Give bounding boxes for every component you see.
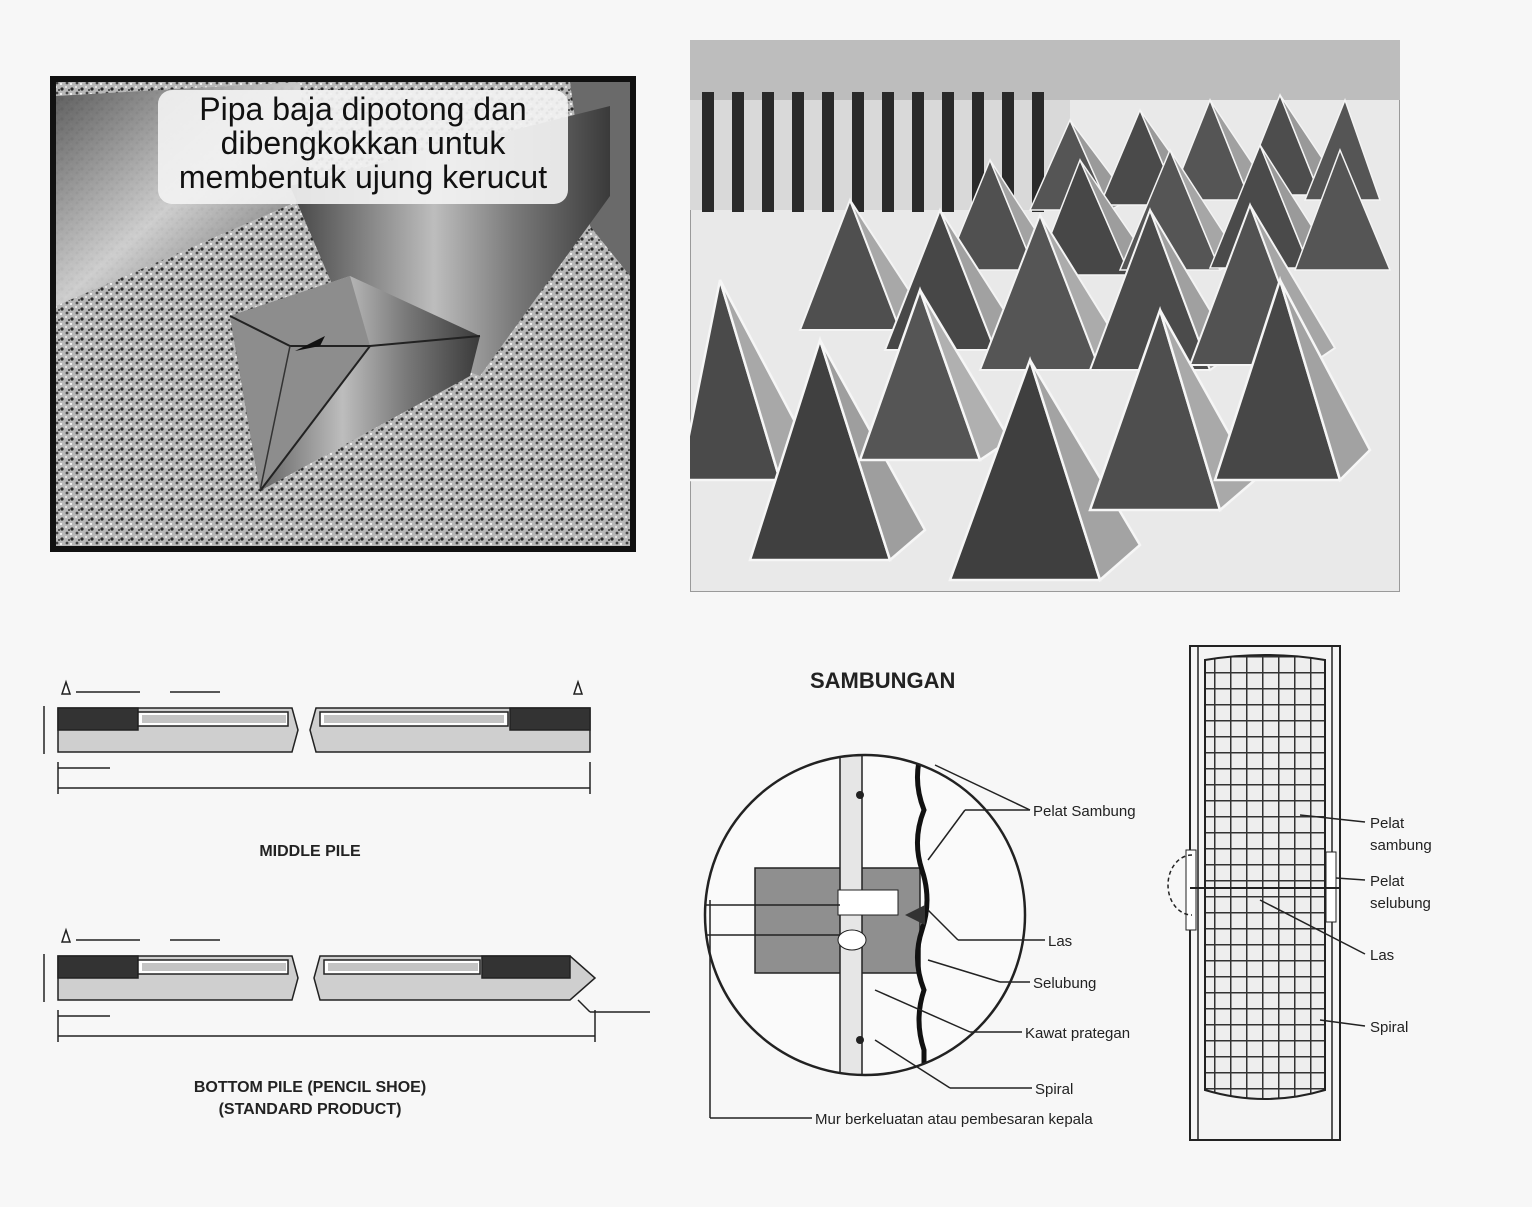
bottom-pile-caption-line-1: BOTTOM PILE (PENCIL SHOE): [194, 1079, 426, 1096]
elev-label-spiral: Spiral: [1370, 1019, 1408, 1036]
label-kawat-prategan: Kawat prategan: [1025, 1025, 1130, 1042]
pile-shoes-photo: [690, 40, 1400, 592]
bottom-pile-drawing: BOTTOM PILE (PENCIL SHOE) (STANDARD PROD…: [30, 920, 670, 1130]
tip-caption-line-3: membentuk ujung kerucut: [179, 159, 547, 195]
elev-label-pelat-selubung-1: Pelat: [1370, 873, 1405, 890]
pipe-tip-photo: Pipa baja dipotong dan dibengkokkan untu…: [50, 76, 636, 552]
elev-label-pelat-selubung-2: selubung: [1370, 895, 1431, 912]
pile-elevation: Pelat sambung Pelat selubung Las Spiral: [1150, 640, 1500, 1150]
middle-pile-drawing: MIDDLE PILE: [30, 670, 630, 870]
bottom-pile-caption-line-2: (STANDARD PRODUCT): [219, 1101, 402, 1118]
elev-label-pelat-sambung-2: sambung: [1370, 837, 1432, 854]
sambungan-title: SAMBUNGAN: [810, 668, 955, 693]
label-pelat-sambung: Pelat Sambung: [1033, 803, 1136, 820]
label-spiral: Spiral: [1035, 1081, 1073, 1098]
elev-label-pelat-sambung-1: Pelat: [1370, 815, 1405, 832]
elev-label-las: Las: [1370, 947, 1394, 964]
middle-pile-caption: MIDDLE PILE: [259, 843, 361, 860]
label-mur: Mur berkeluatan atau pembesaran kepala: [815, 1111, 1093, 1128]
label-las: Las: [1048, 933, 1072, 950]
label-selubung: Selubung: [1033, 975, 1096, 992]
tip-caption-line-1: Pipa baja dipotong dan: [199, 91, 526, 127]
sambungan-detail: SAMBUNGAN: [700, 660, 1180, 1140]
tip-caption-line-2: dibengkokkan untuk: [221, 125, 507, 161]
